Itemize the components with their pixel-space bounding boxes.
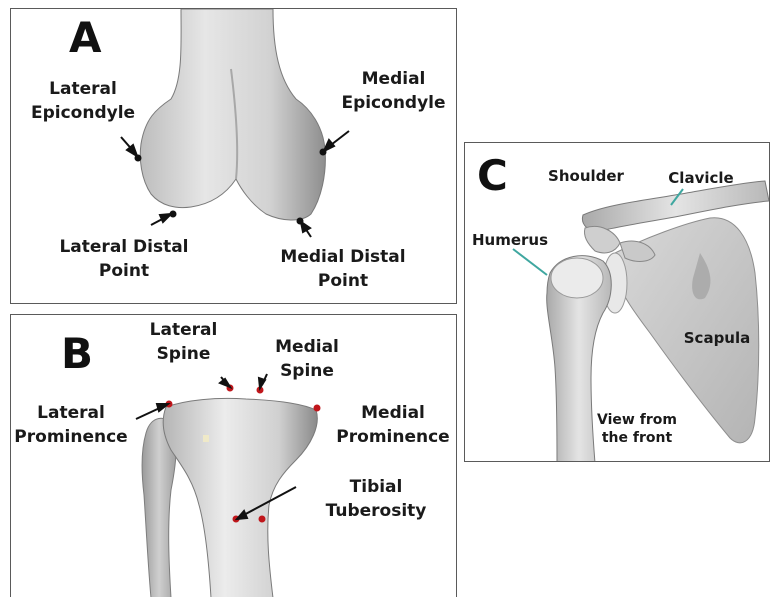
scapula-label: Scapula (675, 329, 759, 347)
humerus-pointer (513, 249, 547, 275)
medial-prominence-marker (314, 405, 321, 412)
clavicle-bone (582, 181, 769, 231)
medial-epicondyle-label: Medial Epicondyle (336, 67, 451, 115)
tibial-tuberosity-label: Tibial Tuberosity (321, 475, 431, 523)
medial-spine-label: Medial Spine (267, 335, 347, 383)
lateral-epicondyle-label: Lateral Epicondyle (31, 77, 135, 125)
femur-bone (140, 9, 325, 220)
tibial-tuberosity-marker-2 (259, 516, 266, 523)
lateral-prominence-label: Lateral Prominence (11, 401, 131, 449)
panel-b-letter: B (61, 333, 93, 375)
panel-a-letter: A (69, 17, 102, 59)
panel-c-shoulder-anatomy: C Shoulder Clavicle Humerus Scapula View… (464, 142, 770, 462)
tibia-bone (163, 398, 317, 597)
lateral-spine-label: Lateral Spine (141, 318, 226, 366)
tibia-highlight (203, 435, 209, 442)
clavicle-label: Clavicle (661, 169, 741, 187)
panel-b-proximal-tibia: B Lateral Spine Medial Spine Lateral Pro… (10, 314, 457, 597)
medial-prominence-label: Medial Prominence (331, 401, 455, 449)
shoulder-label: Shoulder (541, 167, 631, 185)
humerus-label: Humerus (465, 231, 555, 249)
lateral-distal-point-label: Lateral Distal Point (49, 235, 199, 283)
view-caption: View from the front (591, 411, 683, 447)
panel-a-distal-femur: A Lateral Epicondyle Medial Epicondyle L… (10, 8, 457, 304)
panel-c-letter: C (477, 155, 508, 197)
medial-distal-point-label: Medial Distal Point (269, 245, 417, 293)
